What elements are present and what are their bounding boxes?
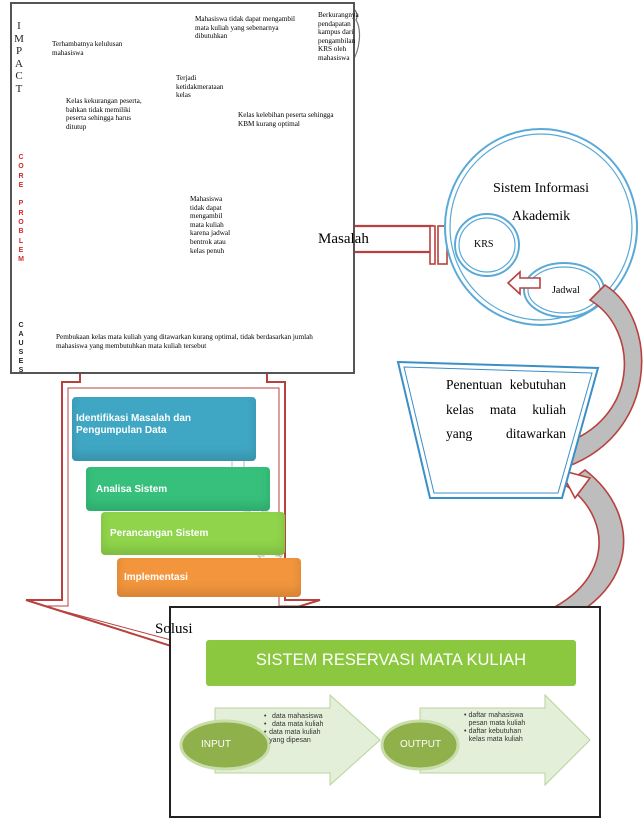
impact-letter: P [15, 45, 23, 58]
output-item: daftar mahasiswa pesan mata kuliah [468, 712, 526, 727]
reservasi-panel [169, 606, 601, 818]
causes-letter: S [18, 366, 24, 374]
sistem-informasi-title: Sistem Informasi Akademik [492, 181, 590, 224]
step-4-box [117, 558, 301, 597]
core-problem-letter: R [18, 209, 24, 217]
step-3-box [101, 512, 285, 555]
step-4-label: Implementasi [124, 572, 188, 583]
krs-label: KRS [474, 239, 494, 250]
core-problem-letter: B [18, 228, 24, 236]
input-item: data mata kuliah [272, 721, 324, 728]
step-2-box [86, 467, 270, 511]
impact-letter: T [15, 82, 23, 95]
core-problem-letter: M [18, 256, 24, 264]
core-problem-text: Mahasiswa tidak dapat mengambil mata kul… [190, 195, 231, 255]
impact-item-6: Kelas kelebihan peserta sehingga KBM kur… [238, 111, 334, 128]
impact-letter: A [15, 57, 23, 70]
causes-letter: E [18, 357, 24, 365]
impact-item-2: Mahasiswa tidak dapat mengambil mata kul… [195, 15, 296, 41]
core-problem-letter [15, 190, 27, 199]
causes-letter: A [18, 330, 24, 338]
impact-letter: M [14, 32, 24, 45]
reservasi-title: SISTEM RESERVASI MATA KULIAH [255, 651, 527, 669]
core-problem-letter: C [18, 154, 24, 161]
output-items: •daftar mahasiswa pesan mata kuliah •daf… [464, 712, 532, 744]
causes-letter: S [18, 348, 24, 356]
core-problem-letter: R [18, 172, 24, 180]
input-label: INPUT [201, 739, 231, 750]
input-item: data mata kuliah yang dipesan [269, 729, 321, 744]
core-problem-letter: O [18, 163, 24, 171]
impact-item-5: Kelas kekurangan peserta, bahkan tidak m… [66, 97, 142, 131]
impact-item-4: Terjadi ketidakmerataan kelas [176, 74, 224, 100]
step-1-box [72, 397, 256, 461]
causes-letter: U [18, 339, 24, 347]
core-problem-letter: P [18, 200, 24, 208]
impact-letter: I [17, 20, 21, 32]
input-item: data mahasiswa [272, 713, 323, 720]
solusi-label: Solusi [155, 621, 193, 637]
input-items: •data mahasiswa •data mata kuliah •data … [264, 713, 330, 745]
core-problem-letter: L [18, 237, 24, 245]
core-problem-letter: E [18, 181, 24, 189]
causes-letter: C [18, 322, 24, 329]
masalah-label: Masalah [318, 231, 369, 247]
step-3-label: Perancangan Sistem [110, 528, 209, 539]
cause-text: Pembukaan kelas mata kuliah yang ditawar… [56, 333, 313, 350]
step-1-label: Identifikasi Masalah dan Pengumpulan Dat… [76, 413, 192, 436]
penentuan-shape [396, 360, 600, 499]
step-2-label: Analisa Sistem [96, 484, 168, 495]
output-item: daftar kebutuhan kelas mata kuliah [468, 728, 523, 743]
penentuan-text: Penentuan kebutuhan kelas mata kuliah ya… [446, 377, 566, 442]
problem-tree-panel [10, 2, 355, 374]
core-problem-letter: E [18, 246, 24, 254]
jadwal-label: Jadwal [552, 285, 580, 296]
impact-item-3: Berkurangnya pendapatan kampus dari peng… [318, 11, 359, 62]
sistem-informasi-circles [444, 128, 638, 326]
impact-letter: C [15, 70, 23, 83]
core-problem-letter: O [18, 219, 24, 227]
output-label: OUTPUT [400, 739, 442, 750]
impact-item-1: Terhambatnya kelulusan mahasiswa [52, 40, 123, 57]
